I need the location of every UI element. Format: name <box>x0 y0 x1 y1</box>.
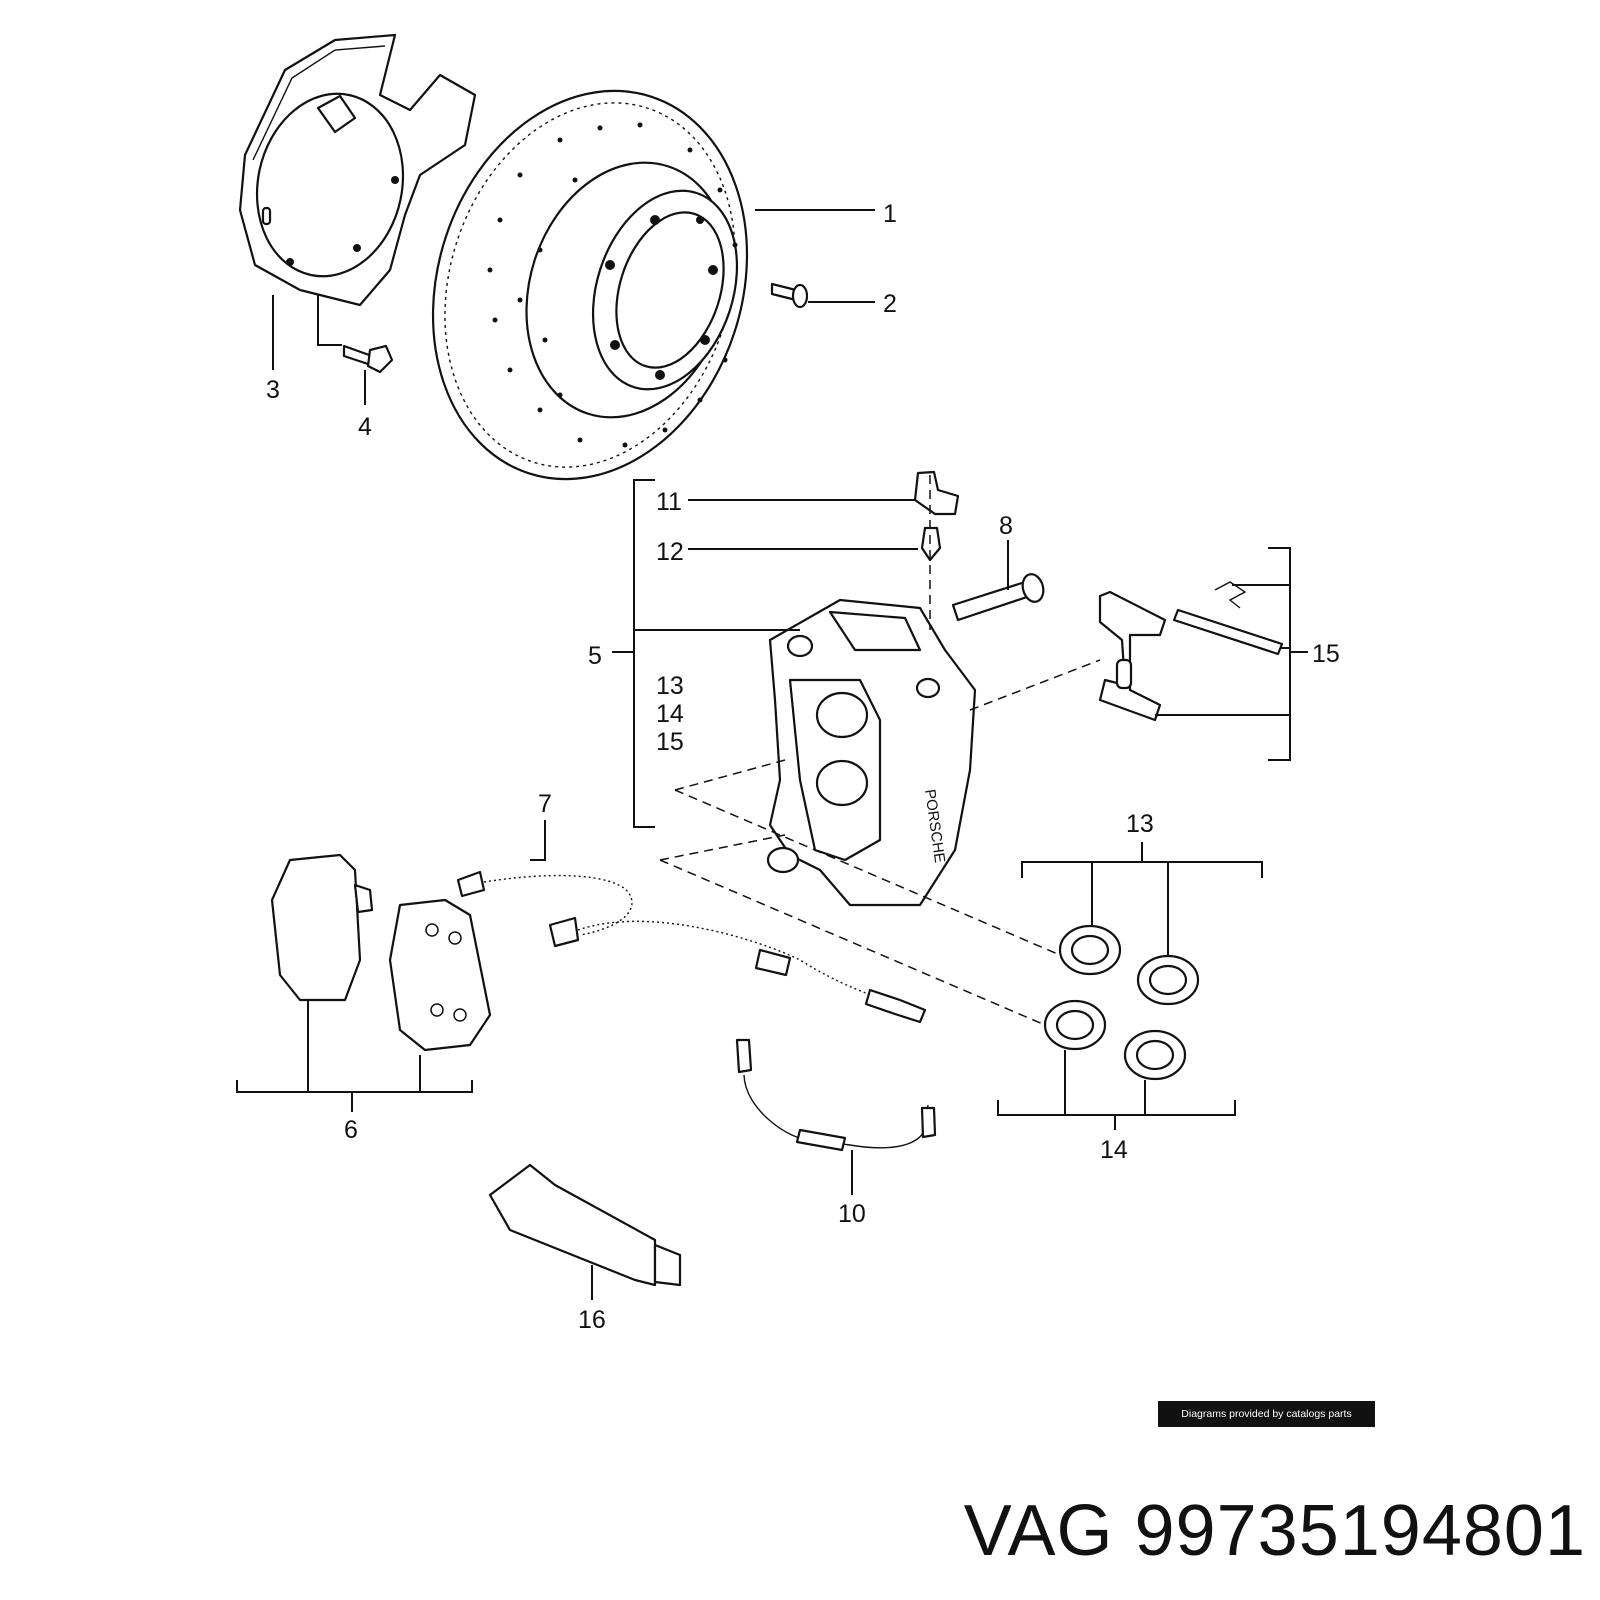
callout-16: 16 <box>578 1306 606 1334</box>
callout-1: 1 <box>883 200 897 228</box>
callout-2: 2 <box>883 290 897 318</box>
brake-line-part <box>735 1038 937 1152</box>
callout-6: 6 <box>344 1116 358 1144</box>
brake-pad-set-part <box>270 853 492 1052</box>
assembly-paste-tube-part <box>488 1163 682 1287</box>
shield-bolt-part <box>342 344 394 374</box>
wear-sensor-part <box>456 870 927 1024</box>
callout-14: 14 <box>1100 1136 1128 1164</box>
callout-13: 13 <box>1126 810 1154 838</box>
callout-5: 5 <box>588 642 602 670</box>
leader-lines <box>236 209 1308 1300</box>
callout-11: 11 <box>656 488 682 516</box>
part-number: 99735194801 <box>1134 1491 1586 1571</box>
callout-12: 12 <box>656 538 684 566</box>
brand-name: VAG <box>963 1491 1114 1571</box>
piston-seal-kit-part <box>1043 924 1200 1081</box>
callout-3: 3 <box>266 376 280 404</box>
callout-13-caliper: 13 <box>656 672 684 700</box>
pin-bolt-part <box>951 573 1045 622</box>
pad-retainer-kit-part <box>1098 581 1284 722</box>
callout-15-caliper: 15 <box>656 728 684 756</box>
diagram-credit-badge: Diagrams provided by catalogs parts <box>1158 1401 1375 1427</box>
callout-10: 10 <box>838 1200 866 1228</box>
brake-caliper-part: PORSCHE <box>766 598 977 907</box>
dust-shield-part <box>238 33 477 307</box>
bleeder-valve-part <box>920 526 942 562</box>
disc-screw-part <box>770 282 809 309</box>
bleeder-cap-part <box>913 470 960 516</box>
callout-15: 15 <box>1312 640 1340 668</box>
part-caption: VAG 99735194801 <box>964 1490 1586 1572</box>
callout-8: 8 <box>999 512 1013 540</box>
brake-disc-part <box>431 89 749 481</box>
callout-7: 7 <box>538 790 552 818</box>
callout-4: 4 <box>358 413 372 441</box>
callout-14-caliper: 14 <box>656 700 684 728</box>
assembly-dashed-lines <box>659 475 1101 1026</box>
